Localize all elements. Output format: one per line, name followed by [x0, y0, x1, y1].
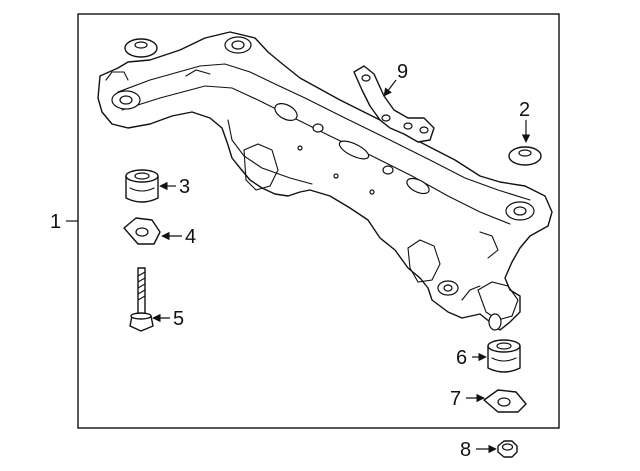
insulator-part-2-left[interactable]: [124, 38, 158, 58]
callout-1: 1: [50, 211, 61, 233]
plate-part-4[interactable]: [123, 217, 161, 245]
plate-part-7[interactable]: [483, 389, 527, 413]
bracket-part-9[interactable]: [353, 65, 435, 143]
callout-5: 5: [173, 308, 184, 330]
callout-6: 6: [456, 347, 467, 369]
bushing-part-6[interactable]: [487, 339, 521, 373]
leader-9: [383, 79, 397, 97]
callout-8: 8: [460, 439, 471, 461]
callout-3: 3: [179, 176, 190, 198]
bushing-part-3[interactable]: [125, 169, 159, 203]
callout-7: 7: [450, 388, 461, 410]
nut-part-8[interactable]: [497, 440, 518, 458]
callout-4: 4: [185, 226, 196, 248]
callout-9: 9: [397, 61, 408, 83]
bolt-part-5[interactable]: [129, 267, 154, 332]
callout-2: 2: [519, 99, 530, 121]
insulator-part-2[interactable]: [508, 146, 542, 166]
crossmember-part[interactable]: [97, 31, 553, 331]
